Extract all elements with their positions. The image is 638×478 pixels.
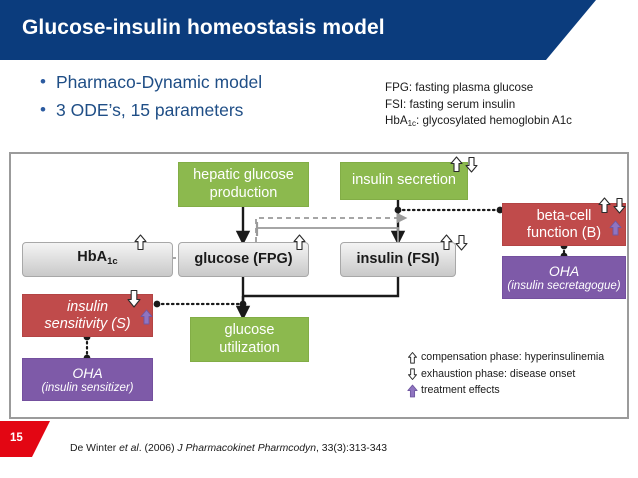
node-label-line2: production [209, 184, 278, 201]
diagram-canvas: hepatic glucose production insulin secre… [11, 154, 627, 417]
node-label-line2: utilization [219, 339, 280, 356]
bullet-list: • Pharmaco-Dynamic model • 3 ODE’s, 15 p… [30, 70, 360, 126]
arrow-down-outline-icon [455, 234, 468, 251]
legend-label: exhaustion phase: disease onset [421, 367, 576, 380]
connector-insulin-inhibits-hepatic [257, 227, 399, 242]
bullet-marker-icon: • [40, 100, 46, 119]
diagram-legend: compensation phase: hyperinsulinemia exh… [403, 350, 628, 400]
node-label-line1: beta-cell [536, 207, 592, 224]
arrow-up-solid-purple-icon [140, 309, 153, 325]
status-arrows-insulin-secretion [449, 156, 479, 173]
page-title: Glucose-insulin homeostasis model [22, 16, 385, 39]
bullet-item: • 3 ODE’s, 15 parameters [30, 98, 360, 122]
slide-number: 15 [10, 432, 23, 444]
bullet-item: • Pharmaco-Dynamic model [30, 70, 360, 94]
abbreviations-block: FPG: fasting plasma glucose FSI: fasting… [385, 80, 635, 133]
junction-dot [153, 300, 161, 308]
junction-dot [239, 300, 247, 308]
bullet-marker-icon: • [40, 72, 46, 91]
status-arrows-insulin [439, 234, 469, 251]
legend-label: compensation phase: hyperinsulinemia [421, 351, 605, 363]
citation-part2: . (2006) [138, 443, 178, 454]
node-hepatic-glucose-production[interactable]: hepatic glucose production [178, 162, 309, 207]
arrow-up-outline-icon [440, 234, 453, 251]
status-arrows-beta-cell [597, 197, 627, 214]
status-arrow-glucose [292, 234, 307, 251]
diagram-frame: hepatic glucose production insulin secre… [9, 152, 629, 419]
legend-label: treatment effects [421, 384, 500, 396]
node-glucose-fpg[interactable]: glucose (FPG) [178, 242, 309, 277]
hba1c-subscript: 1c [407, 119, 417, 128]
node-label-line1: insulin [66, 298, 109, 315]
node-label: insulin (FSI) [356, 251, 440, 267]
arrow-up-outline-icon [134, 234, 147, 251]
abbreviation-hba1c: HbA1c: glycosylated hemoglobin A1c [385, 113, 635, 133]
arrow-up-solid-purple-icon [609, 220, 622, 236]
hba1c-definition: : glycosylated hemoglobin A1c [416, 114, 572, 127]
arrow-up-outline-icon [598, 197, 611, 214]
node-label-line2: (insulin sensitizer) [41, 381, 134, 394]
connector-glucose-stimulates-secretion [255, 212, 408, 242]
node-label-line1: OHA [72, 364, 103, 381]
status-arrow-hba1c [133, 234, 148, 251]
node-hba1c[interactable]: HbA1c [22, 242, 173, 277]
node-label-line2: (insulin secretagogue) [507, 279, 621, 292]
node-label: HbA1c [77, 249, 117, 270]
legend-item-exhaustion: exhaustion phase: disease onset [403, 367, 628, 382]
node-label-line1: OHA [548, 262, 580, 279]
node-label: insulin secretion [352, 172, 456, 189]
bullet-text: Pharmaco-Dynamic model [56, 72, 263, 92]
legend-item-treatment: treatment effects [403, 383, 628, 398]
bullet-text: 3 ODE’s, 15 parameters [56, 100, 244, 120]
node-label-line1: glucose [224, 322, 275, 338]
arrow-up-outline-icon [450, 156, 463, 173]
arrow-down-outline-icon [465, 156, 478, 173]
treatment-arrow-insulin-sensitivity [140, 309, 153, 325]
arrow-up-solid-purple-icon [403, 384, 421, 398]
junction-dot [394, 206, 402, 214]
node-label-line2: function (B) [526, 224, 602, 241]
abbreviation-fpg: FPG: fasting plasma glucose [385, 81, 534, 94]
connector-insulin-to-utilization [243, 277, 400, 298]
node-label: glucose (FPG) [194, 251, 293, 267]
abbreviation-fsi: FSI: fasting serum insulin [385, 97, 516, 111]
treatment-arrow-beta-cell [609, 220, 622, 236]
junction-dot [496, 206, 504, 214]
node-insulin-fsi[interactable]: insulin (FSI) [340, 242, 456, 277]
citation-part3: , 33(3):313-343 [316, 443, 388, 454]
hba1c-subscript: 1c [107, 256, 118, 267]
hba1c-prefix: HbA [77, 249, 108, 265]
status-arrow-insulin-sensitivity [126, 289, 142, 308]
node-label-line1: hepatic glucose [193, 167, 294, 183]
node-insulin-secretion[interactable]: insulin secretion [340, 162, 468, 200]
arrow-down-outline-icon [127, 289, 141, 308]
node-glucose-utilization[interactable]: glucose utilization [190, 317, 309, 362]
arrow-up-outline-icon [293, 234, 306, 251]
node-oha-sensitizer[interactable]: OHA (insulin sensitizer) [22, 358, 153, 401]
node-oha-secretagogue[interactable]: OHA (insulin secretagogue) [502, 256, 626, 299]
citation-part1: De Winter [70, 443, 120, 454]
arrow-down-outline-icon [403, 367, 421, 381]
arrow-down-outline-icon [613, 197, 626, 214]
citation: De Winter et al. (2006) J Pharmacokinet … [70, 442, 390, 456]
citation-etal: et al [119, 443, 139, 454]
hba1c-prefix: HbA [385, 114, 408, 127]
arrow-up-outline-icon [403, 351, 421, 365]
header-banner [0, 0, 596, 60]
citation-journal: J Pharmacokinet Pharmcodyn [177, 443, 317, 454]
legend-item-compensation: compensation phase: hyperinsulinemia [403, 350, 628, 365]
node-label-line2: sensitivity (S) [44, 315, 131, 332]
